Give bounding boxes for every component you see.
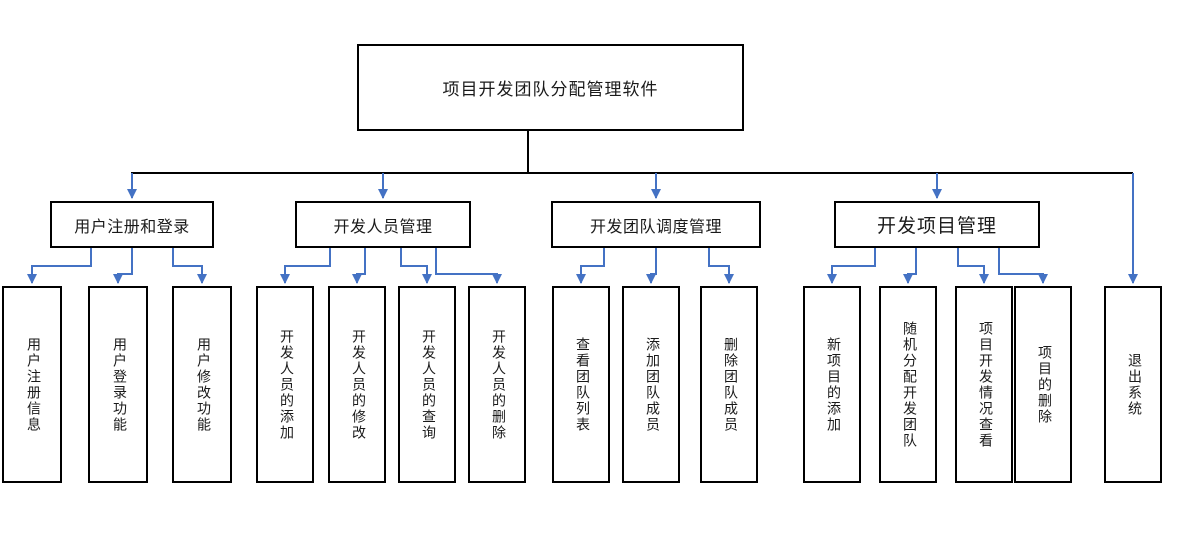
leaf-node-14[interactable]: 退出系统 xyxy=(1104,286,1162,483)
level2-node-1[interactable]: 开发人员管理 xyxy=(295,201,471,248)
level2-node-label: 开发人员管理 xyxy=(333,218,433,236)
leaf-node-label: 查看团队列表 xyxy=(574,336,589,433)
level2-node-2[interactable]: 开发团队调度管理 xyxy=(551,201,761,248)
leaf-node-label: 删除团队成员 xyxy=(722,336,737,433)
leaf-node-13[interactable]: 项目的删除 xyxy=(1014,286,1072,483)
leaf-node-label: 开发人员的添加 xyxy=(278,328,293,441)
leaf-node-2[interactable]: 用户修改功能 xyxy=(172,286,232,483)
root-node-label: 项目开发团队分配管理软件 xyxy=(442,80,659,99)
leaf-node-label: 开发人员的查询 xyxy=(420,328,435,441)
leaf-node-8[interactable]: 添加团队成员 xyxy=(622,286,680,483)
leaf-node-4[interactable]: 开发人员的修改 xyxy=(328,286,386,483)
level2-node-label: 开发项目管理 xyxy=(876,216,997,237)
leaf-node-label: 退出系统 xyxy=(1126,352,1141,417)
leaf-node-7[interactable]: 查看团队列表 xyxy=(552,286,610,483)
leaf-node-6[interactable]: 开发人员的删除 xyxy=(468,286,526,483)
level2-node-0[interactable]: 用户注册和登录 xyxy=(50,201,214,248)
leaf-node-label: 随机分配开发团队 xyxy=(901,320,916,449)
leaf-node-11[interactable]: 随机分配开发团队 xyxy=(879,286,937,483)
leaf-node-label: 新项目的添加 xyxy=(825,336,840,433)
level2-node-label: 用户注册和登录 xyxy=(74,218,190,236)
leaf-node-label: 开发人员的删除 xyxy=(490,328,505,441)
level2-node-3[interactable]: 开发项目管理 xyxy=(834,201,1040,248)
level2-node-label: 开发团队调度管理 xyxy=(589,218,722,236)
leaf-node-label: 添加团队成员 xyxy=(644,336,659,433)
leaf-node-label: 开发人员的修改 xyxy=(350,328,365,441)
leaf-node-label: 项目开发情况查看 xyxy=(977,320,992,449)
leaf-node-1[interactable]: 用户登录功能 xyxy=(88,286,148,483)
leaf-node-9[interactable]: 删除团队成员 xyxy=(700,286,758,483)
leaf-node-label: 用户注册信息 xyxy=(25,336,40,433)
leaf-node-12[interactable]: 项目开发情况查看 xyxy=(955,286,1013,483)
root-node[interactable]: 项目开发团队分配管理软件 xyxy=(357,44,744,131)
leaf-node-3[interactable]: 开发人员的添加 xyxy=(256,286,314,483)
leaf-node-10[interactable]: 新项目的添加 xyxy=(803,286,861,483)
leaf-node-5[interactable]: 开发人员的查询 xyxy=(398,286,456,483)
leaf-node-label: 项目的删除 xyxy=(1036,344,1051,425)
leaf-node-0[interactable]: 用户注册信息 xyxy=(2,286,62,483)
leaf-node-label: 用户修改功能 xyxy=(195,336,210,433)
leaf-node-label: 用户登录功能 xyxy=(111,336,126,433)
